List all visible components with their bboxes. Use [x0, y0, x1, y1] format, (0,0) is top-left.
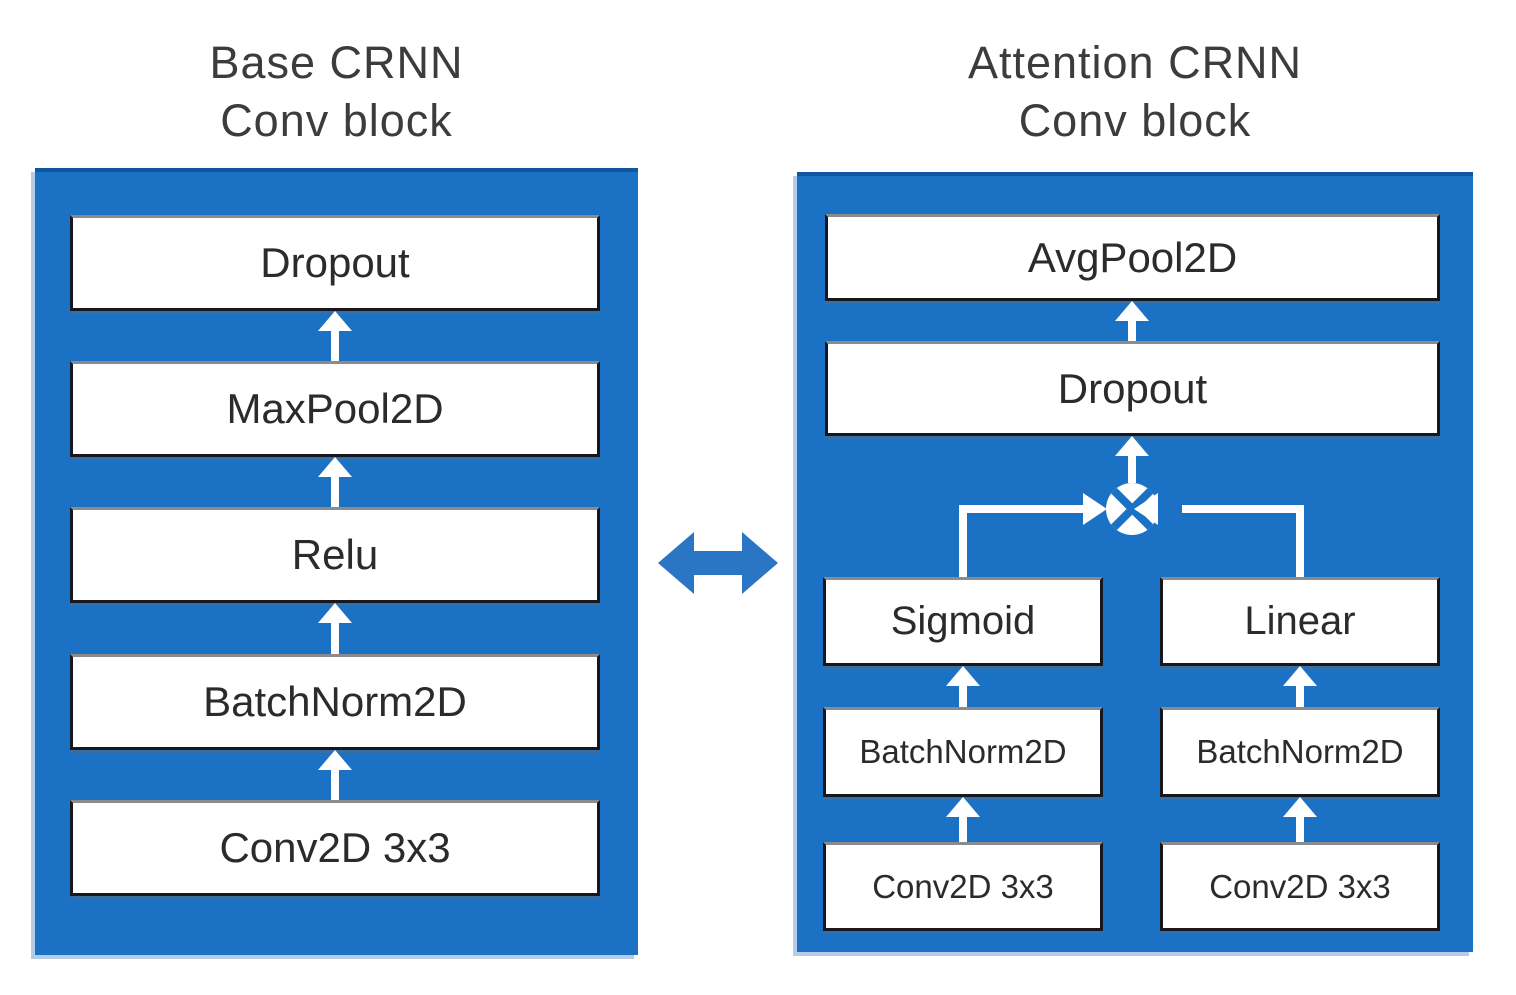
up-arrow-icon: [318, 750, 352, 800]
layer-box-linear: Linear: [1160, 577, 1440, 666]
title-line: Base CRNN: [209, 37, 464, 88]
up-arrow-icon: [946, 666, 980, 707]
title-line: Attention CRNN: [967, 37, 1303, 88]
up-arrow-icon: [1283, 797, 1317, 842]
layer-box-maxpool2d: MaxPool2D: [70, 361, 600, 457]
up-arrow-icon: [1115, 436, 1149, 483]
title-line: Conv block: [1018, 95, 1252, 146]
elbow-connector-right: [1296, 505, 1304, 577]
elbow-connector-left: [959, 505, 1083, 513]
arrow-head-left-icon: [1134, 493, 1158, 525]
layer-box-conv2d-3x3-left: Conv2D 3x3: [823, 842, 1103, 931]
up-arrow-icon: [318, 311, 352, 361]
up-arrow-icon: [946, 797, 980, 842]
layer-box-dropout: Dropout: [70, 215, 600, 311]
layer-box-batchnorm2d-right: BatchNorm2D: [1160, 707, 1440, 797]
up-arrow-icon: [318, 457, 352, 507]
layer-box-conv2d-3x3: Conv2D 3x3: [70, 800, 600, 896]
layer-box-avgpool2d: AvgPool2D: [825, 214, 1440, 301]
layer-box-sigmoid: Sigmoid: [823, 577, 1103, 666]
layer-box-batchnorm2d-left: BatchNorm2D: [823, 707, 1103, 797]
up-arrow-icon: [318, 603, 352, 654]
layer-box-relu: Relu: [70, 507, 600, 603]
attention-crnn-title: Attention CRNN Conv block: [797, 34, 1473, 150]
elbow-connector-left: [959, 505, 967, 577]
elbow-connector-right: [1182, 505, 1304, 513]
up-arrow-icon: [1283, 666, 1317, 707]
layer-box-dropout: Dropout: [825, 341, 1440, 436]
layer-box-batchnorm2d: BatchNorm2D: [70, 654, 600, 750]
base-crnn-title: Base CRNN Conv block: [35, 34, 638, 150]
attention-crnn-panel: AvgPool2D Dropout Sigmoid BatchNorm2D Co…: [797, 172, 1473, 952]
title-line: Conv block: [220, 95, 453, 146]
equivalence-double-arrow-icon: [658, 532, 778, 594]
base-crnn-panel: Dropout MaxPool2D Relu BatchNorm2D Conv2…: [35, 168, 638, 955]
up-arrow-icon: [1115, 301, 1149, 341]
layer-box-conv2d-3x3-right: Conv2D 3x3: [1160, 842, 1440, 931]
arrow-head-right-icon: [1083, 493, 1107, 525]
